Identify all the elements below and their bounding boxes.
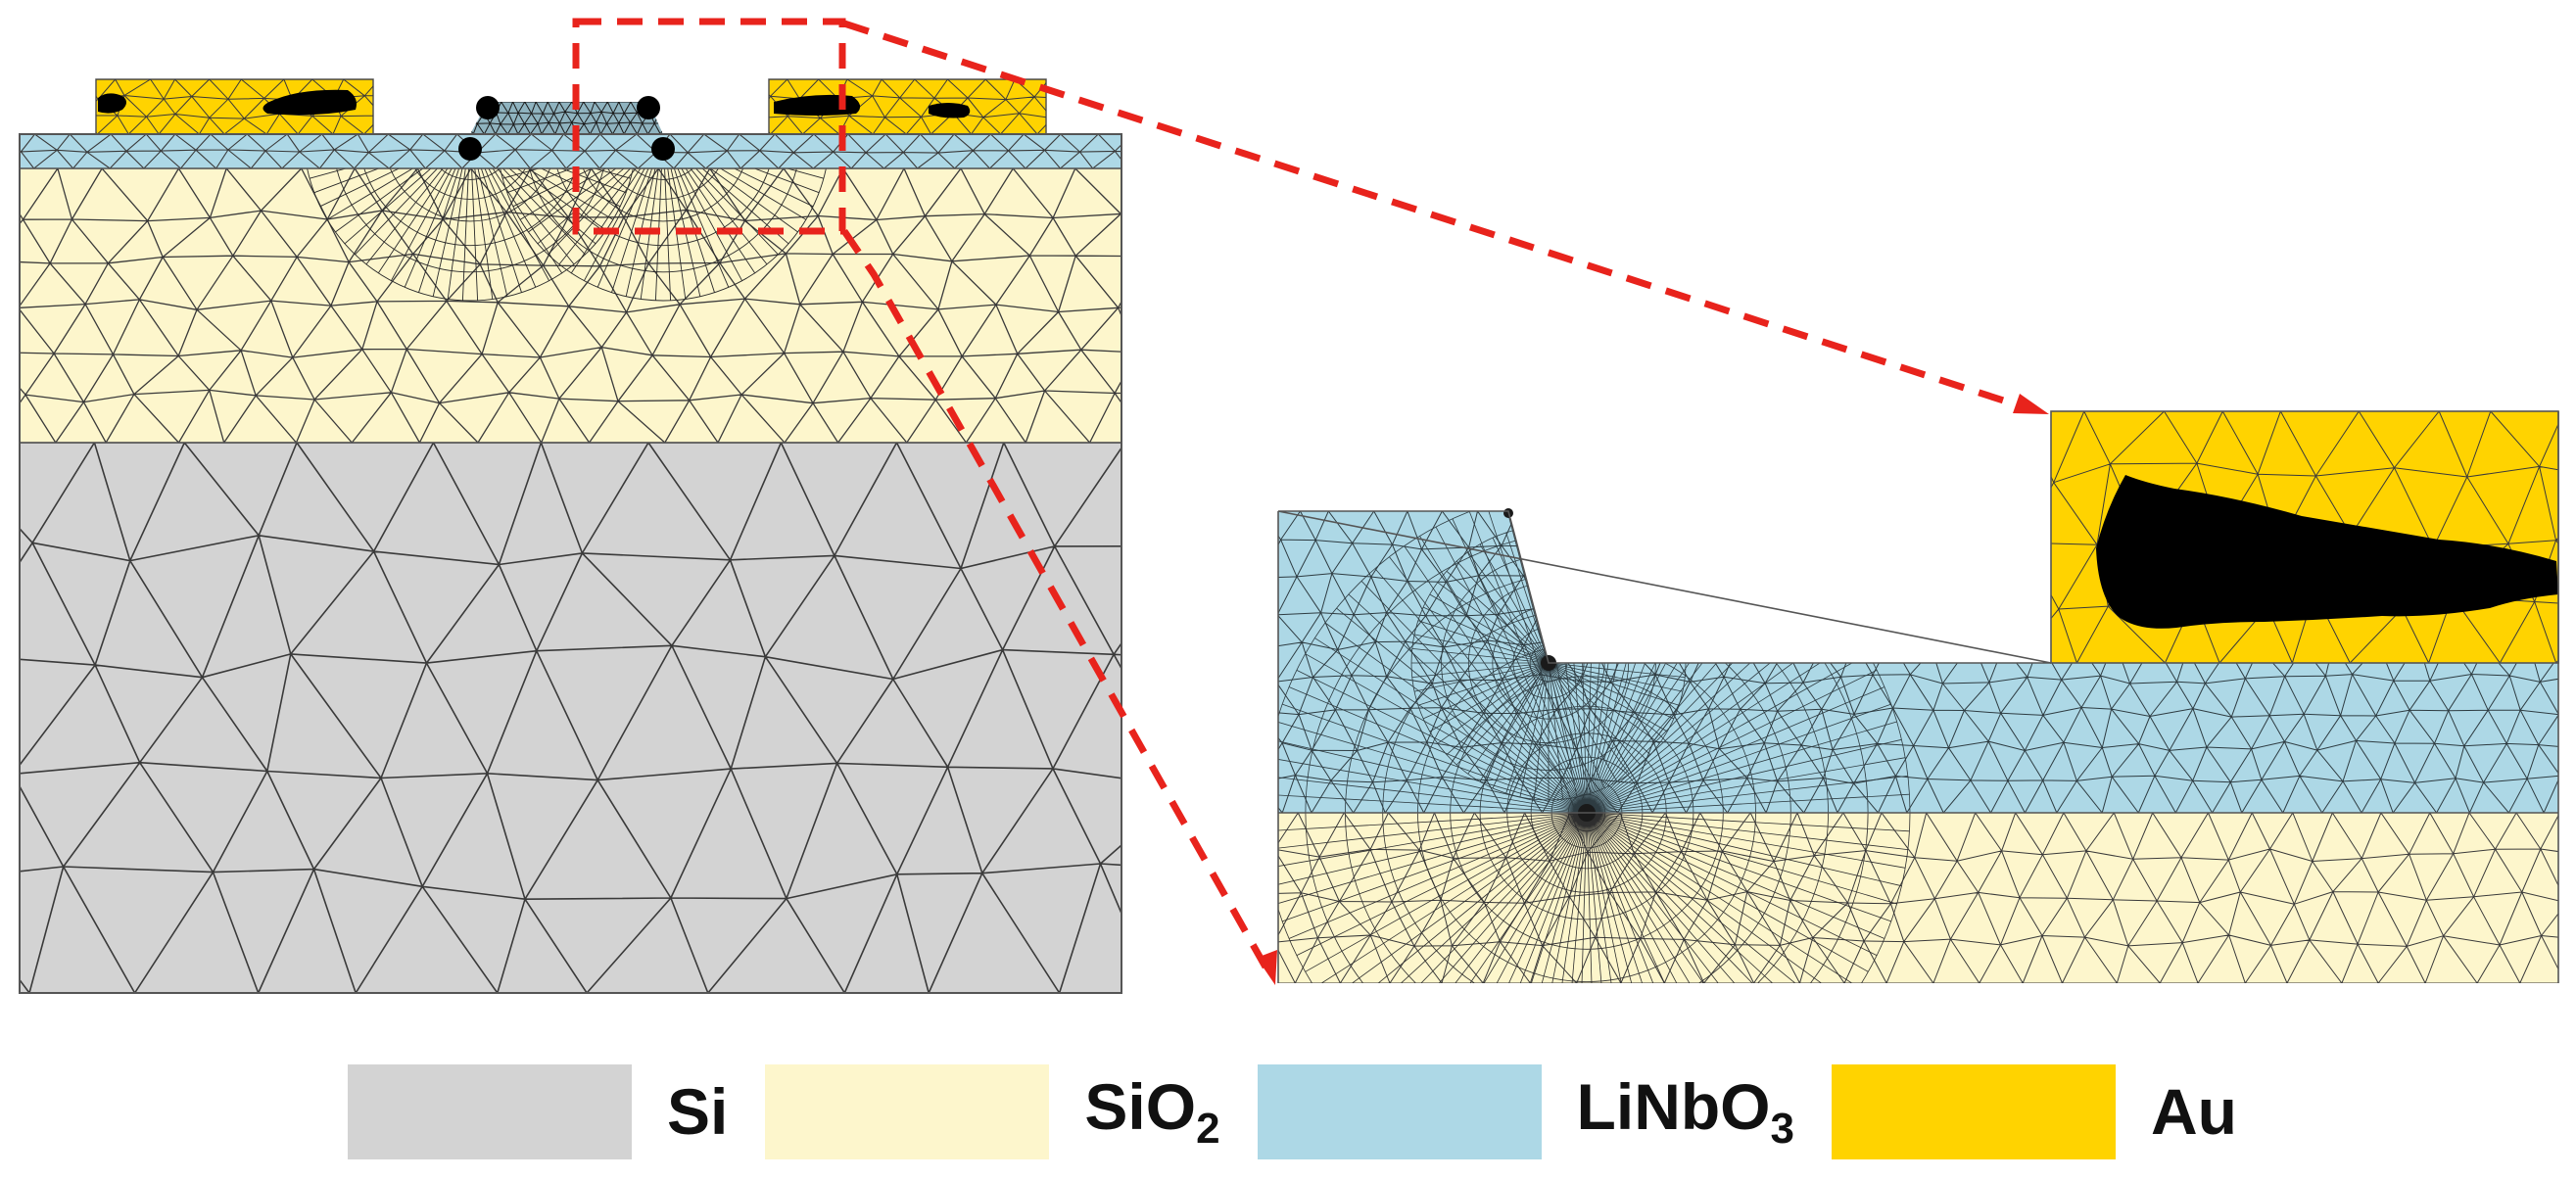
dense-mesh-corners bbox=[307, 96, 827, 302]
legend-label-si: Si bbox=[667, 1075, 729, 1148]
zoomed-detail bbox=[1277, 410, 2559, 983]
legend-swatch-si bbox=[348, 1063, 632, 1159]
legend-item-linbo3: LiNbO3 bbox=[1257, 1063, 1794, 1159]
zoom-arrow-upper bbox=[842, 20, 2029, 412]
sio2-layer bbox=[20, 168, 1121, 443]
si-mesh bbox=[20, 443, 1121, 993]
si-layer bbox=[20, 443, 1121, 993]
linbo3-mesh bbox=[20, 134, 1121, 168]
legend-swatch-linbo3 bbox=[1257, 1063, 1542, 1159]
zoom-box bbox=[572, 18, 846, 235]
legend-item-sio2: SiO2 bbox=[765, 1063, 1220, 1159]
zoom-arrow-lower bbox=[841, 229, 1275, 979]
legend-swatch-sio2 bbox=[765, 1063, 1050, 1159]
legend-item-si: Si bbox=[348, 1063, 729, 1159]
arrowhead-upper bbox=[2013, 394, 2049, 414]
au-dense-patch bbox=[774, 94, 861, 116]
legend-label-sio2: SiO2 bbox=[1084, 1070, 1220, 1153]
au-dense-patch bbox=[98, 93, 126, 114]
zoom-au-dense-patch bbox=[2096, 475, 2558, 629]
zoom-sio2-layer bbox=[1278, 813, 2558, 983]
zoom-linbo3-layer bbox=[1278, 511, 2558, 813]
legend-label-linbo3: LiNbO3 bbox=[1576, 1070, 1794, 1153]
zoom-sio2-mesh bbox=[1278, 813, 2558, 983]
legend-item-au: Au bbox=[1832, 1063, 2237, 1159]
sio2-mesh bbox=[20, 168, 1121, 443]
arrowhead-lower bbox=[1257, 950, 1277, 985]
legend-label-au: Au bbox=[2151, 1075, 2237, 1148]
au-dense-patch bbox=[929, 103, 971, 118]
au-dense-patch bbox=[262, 89, 357, 116]
full-cross-section bbox=[19, 78, 1122, 994]
legend-swatch-au bbox=[1832, 1063, 2116, 1159]
zoom-linbo3-mesh bbox=[1278, 511, 2558, 813]
zoom-indicator bbox=[572, 18, 2029, 979]
legend: Si SiO2 LiNbO3 Au bbox=[348, 1062, 2316, 1160]
au-mesh-left bbox=[96, 79, 373, 134]
